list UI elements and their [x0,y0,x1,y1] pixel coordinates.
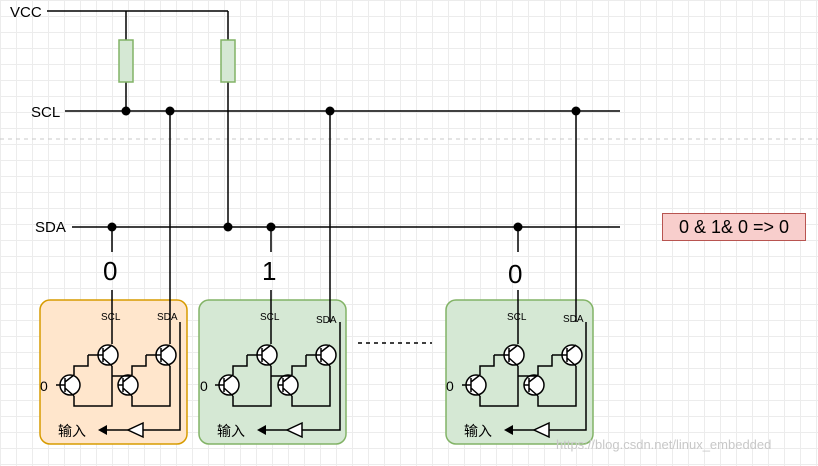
transistor [306,344,337,367]
sda-pin-label: SDA [316,315,337,326]
transistor [277,374,299,397]
watermark: https://blog.csdn.net/linux_embedded [556,437,772,452]
device-2: 1 SCL SDA 0 输入 [198,111,347,445]
transistor [494,344,525,367]
arrow-left-icon [98,425,107,435]
input-label: 输入 [217,424,245,440]
transistor [552,344,583,367]
vcc-label: VCC [10,4,42,21]
sda-pin-label: SDA [157,312,178,323]
input-bit: 0 [446,378,454,394]
sda-pin-label: SDA [563,314,584,325]
transistor [462,374,487,397]
transistor [247,344,278,367]
scl-junction [121,106,131,116]
input-bit: 0 [200,378,208,394]
device-3: 0 SCL SDA 0 输入 [445,111,594,445]
input-label: 输入 [58,424,86,440]
device-box [445,299,594,445]
transistor [523,374,545,397]
transistor [117,374,139,397]
transistor [215,374,240,397]
sda-pullup-resistor [220,39,236,83]
transistor [56,374,81,397]
scl-pin-label: SCL [260,312,280,323]
scl-pin-label: SCL [101,312,121,323]
device-bit: 0 [508,259,522,289]
sda-label: SDA [35,219,66,236]
arrow-left-icon [504,425,513,435]
device-box [198,299,347,445]
scl-label: SCL [31,104,60,121]
scl-pullup-resistor [118,39,134,83]
device-1: 0 SCL SDA 0 输入 [39,111,188,445]
sda-junction [223,222,233,232]
transistor [88,344,119,367]
scl-pin-label: SCL [507,312,527,323]
device-bit: 1 [262,256,276,286]
wired-and-result-box: 0 & 1& 0 => 0 [662,213,806,241]
input-label: 输入 [464,424,492,440]
transistor [146,344,177,367]
device-box [39,299,188,445]
device-bit: 0 [103,256,117,286]
input-bit: 0 [40,378,48,394]
arrow-left-icon [257,425,266,435]
